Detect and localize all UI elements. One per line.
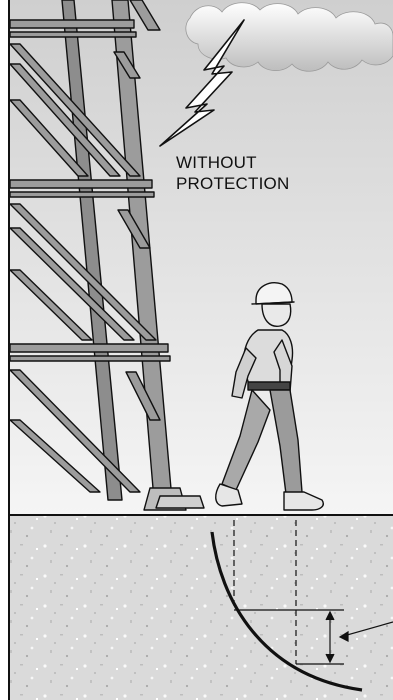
label-line-2: PROTECTION <box>176 173 289 194</box>
label-line-1: WITHOUT <box>176 152 289 173</box>
without-protection-label: WITHOUT PROTECTION <box>176 152 289 194</box>
panel-border <box>8 0 393 700</box>
